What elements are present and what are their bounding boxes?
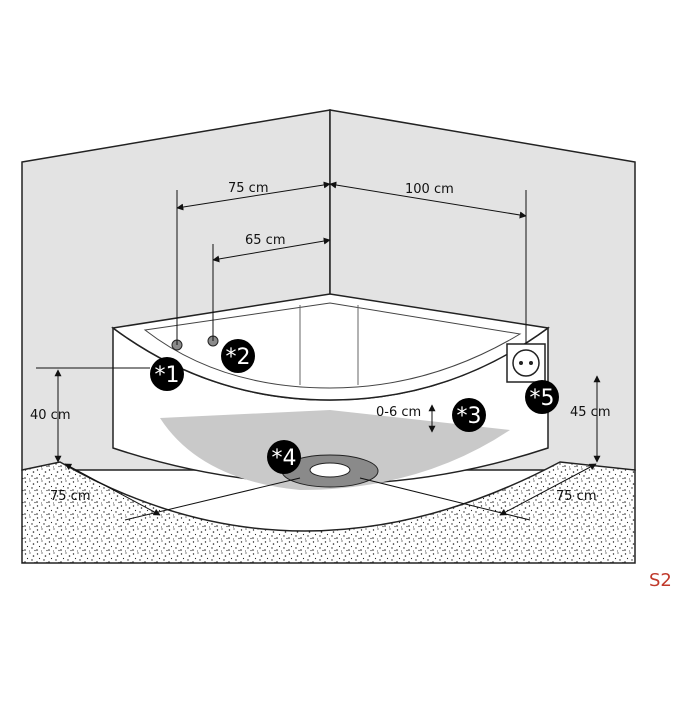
marker-2-label: *2	[226, 345, 251, 370]
dim-floor-left	[64, 463, 161, 516]
dim-label-height-left: 40 cm	[30, 408, 71, 423]
marker-5-label: *5	[530, 386, 555, 411]
marker-1: *1	[150, 357, 184, 391]
marker-2: *2	[221, 339, 255, 373]
dim-label-floor-right: 75 cm	[556, 489, 597, 504]
dim-line-right	[329, 181, 527, 219]
socket-face	[512, 349, 540, 377]
dim-label-right: 100 cm	[405, 182, 454, 197]
dim-line-left-outer	[176, 181, 331, 211]
drain-inner	[309, 462, 351, 478]
dim-label-left-outer: 75 cm	[228, 181, 269, 196]
socket-pin-left	[519, 361, 523, 365]
dim-label-left-inner: 65 cm	[245, 233, 286, 248]
socket-pin-right	[529, 361, 533, 365]
dim-label-height-right: 45 cm	[570, 405, 611, 420]
marker-3-label: *3	[457, 404, 482, 429]
marker-5: *5	[525, 380, 559, 414]
marker-4: *4	[267, 440, 301, 474]
dim-label-offset: 0-6 cm	[376, 405, 421, 420]
dim-floor-right-ext	[359, 477, 531, 521]
dim-floor-left-ext	[124, 477, 301, 521]
dim-label-floor-left: 75 cm	[50, 489, 91, 504]
dim-floor-right	[499, 463, 597, 516]
product-code-label: S2	[649, 570, 672, 591]
marker-1-label: *1	[155, 363, 180, 388]
dim-line-left-inner	[212, 237, 331, 263]
tray-rim-inner	[143, 302, 522, 389]
marker-4-label: *4	[272, 446, 297, 471]
tray-floor-shade	[160, 410, 510, 490]
marker-3: *3	[452, 398, 486, 432]
